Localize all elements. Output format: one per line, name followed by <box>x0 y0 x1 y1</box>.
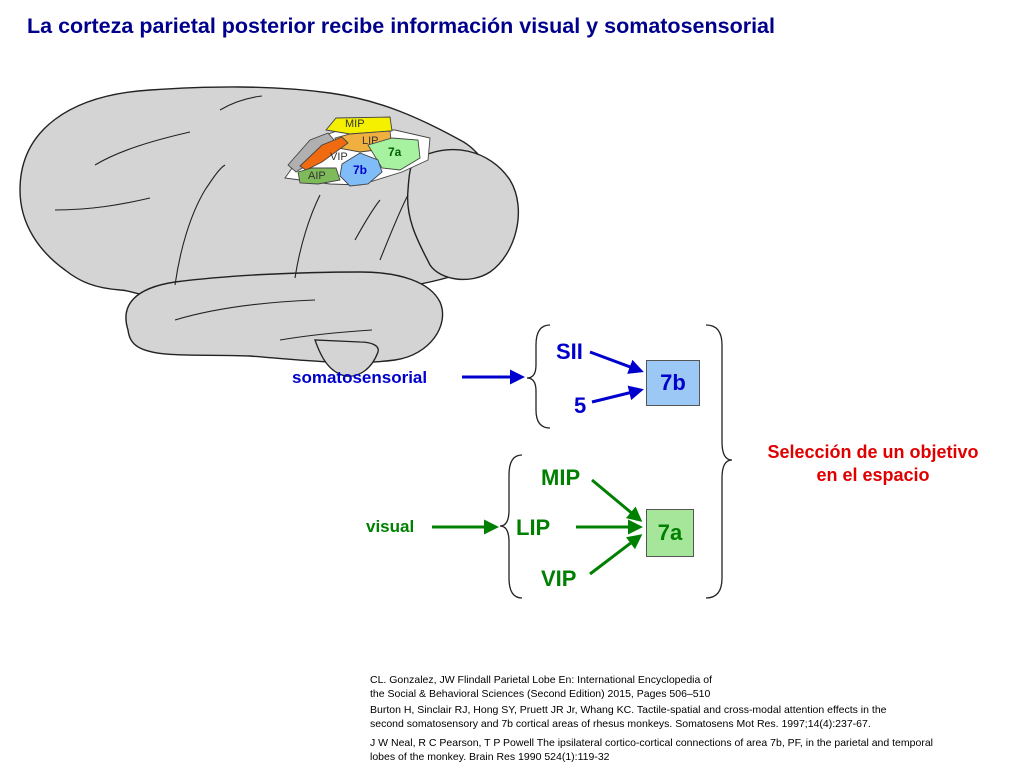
brainstem <box>314 339 379 377</box>
brain-illustration <box>19 86 519 377</box>
reference-2-line-2: second somatosensory and 7b cortical are… <box>370 717 871 730</box>
outcome-line-1: Selección de un objetivo <box>767 442 979 462</box>
reference-3-line-1: J W Neal, R C Pearson, T P Powell The ip… <box>370 737 933 749</box>
visual-brace <box>499 454 523 599</box>
area-mip <box>325 116 393 135</box>
reference-2: Burton H, Sinclair RJ, Hong SY, Pruett J… <box>370 704 887 731</box>
target-7a-box: 7a <box>646 509 694 557</box>
somatosensory-brace <box>526 324 551 429</box>
area-label-vip: VIP <box>330 151 348 163</box>
slide-title: La corteza parietal posterior recibe inf… <box>27 14 775 38</box>
somatosensory-label: somatosensorial <box>292 368 428 387</box>
source-lip: LIP <box>516 515 551 540</box>
area-7b <box>339 152 383 187</box>
cerebellum <box>406 148 519 281</box>
visual-label: visual <box>366 517 415 536</box>
reference-3: J W Neal, R C Pearson, T P Powell The ip… <box>370 737 933 764</box>
arrow-vip-to-7a <box>589 534 643 576</box>
outcome-line-2: en el espacio <box>816 465 930 486</box>
source-vip: VIP <box>541 566 577 591</box>
arrow-5-to-7b <box>591 385 644 404</box>
source-sii: SII <box>556 339 583 364</box>
area-7a <box>367 137 421 171</box>
area-label-mip: MIP <box>345 118 365 130</box>
area-label-7a: 7a <box>388 145 402 159</box>
area-label-lip: LIP <box>362 135 379 147</box>
reference-1-line-2: the Social & Behavioral Sciences (Second… <box>370 687 711 700</box>
temporal-lobe <box>125 271 444 364</box>
area-label-7b: 7b <box>353 163 368 177</box>
area-label-aip: AIP <box>308 170 326 182</box>
outcome-brace <box>705 324 733 599</box>
arrow-mip-to-7a <box>591 478 643 522</box>
reference-1-line-1: CL. Gonzalez, JW Flindall Parietal Lobe … <box>370 674 713 686</box>
area-aip <box>297 167 341 185</box>
source-mip: MIP <box>541 465 581 490</box>
arrow-sii-to-7b <box>589 350 644 374</box>
outcome-label: Selección de un objetivo en el espacio <box>748 441 998 488</box>
reference-1: CL. Gonzalez, JW Flindall Parietal Lobe … <box>370 674 712 701</box>
reference-2-line-1: Burton H, Sinclair RJ, Hong SY, Pruett J… <box>370 704 887 716</box>
target-7b-box: 7b <box>646 360 700 406</box>
source-5: 5 <box>574 393 587 418</box>
reference-3-line-2: lobes of the monkey. Brain Res 1990 524(… <box>370 750 610 763</box>
